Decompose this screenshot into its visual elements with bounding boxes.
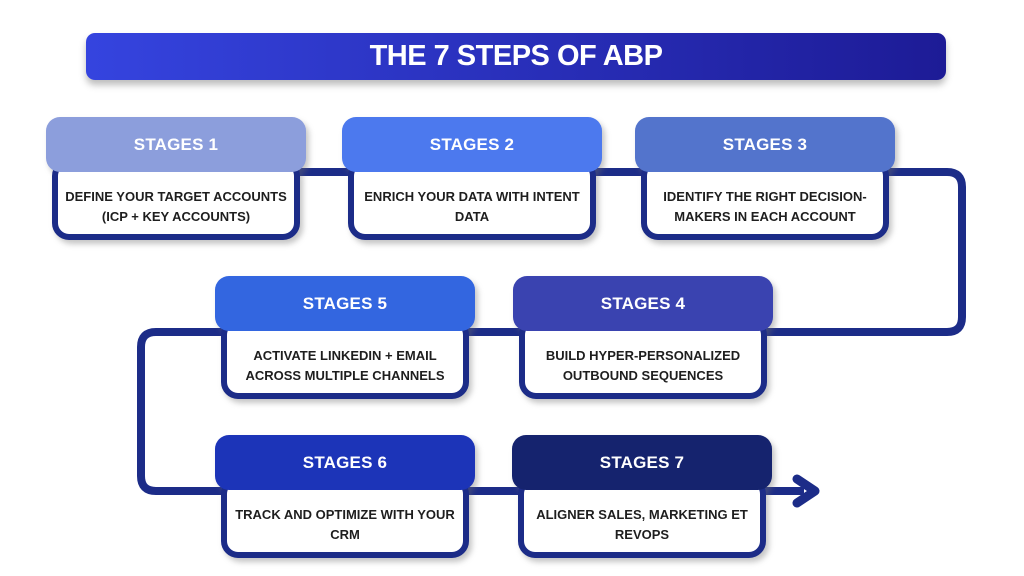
stage-2-description: ENRICH YOUR DATA WITH INTENT DATA (364, 189, 580, 224)
title-banner: THE 7 STEPS OF ABP (86, 33, 946, 80)
stage-6-description: TRACK AND OPTIMIZE WITH YOUR CRM (235, 507, 455, 542)
stage-7-description: ALIGNER SALES, MARKETING ET REVOPS (536, 507, 748, 542)
stage-3-header: STAGES 3 (635, 117, 895, 172)
stage-card-5: ACTIVATE LINKEDIN + EMAIL ACROSS MULTIPL… (215, 276, 475, 399)
stage-7-header: STAGES 7 (512, 435, 772, 490)
stage-card-2: ENRICH YOUR DATA WITH INTENT DATA STAGES… (342, 117, 602, 240)
stage-7-body: ALIGNER SALES, MARKETING ET REVOPS (518, 477, 766, 558)
stage-5-label: STAGES 5 (302, 293, 388, 313)
stage-4-label: STAGES 4 (600, 293, 686, 313)
stage-5-description: ACTIVATE LINKEDIN + EMAIL ACROSS MULTIPL… (245, 348, 445, 383)
stage-4-description: BUILD HYPER-PERSONALIZED OUTBOUND SEQUEN… (545, 348, 741, 383)
stage-1-label: STAGES 1 (133, 134, 219, 154)
stage-card-4: BUILD HYPER-PERSONALIZED OUTBOUND SEQUEN… (513, 276, 773, 399)
stage-5-body: ACTIVATE LINKEDIN + EMAIL ACROSS MULTIPL… (221, 318, 469, 399)
stage-3-description: IDENTIFY THE RIGHT DECISION-MAKERS IN EA… (663, 189, 867, 224)
stage-5-header: STAGES 5 (215, 276, 475, 331)
stage-card-7: ALIGNER SALES, MARKETING ET REVOPS STAGE… (512, 435, 772, 558)
stage-6-header: STAGES 6 (215, 435, 475, 490)
page-title: THE 7 STEPS OF ABP (369, 40, 663, 72)
stage-3-label: STAGES 3 (722, 134, 808, 154)
flow-arrow-icon (792, 474, 820, 508)
stage-1-header: STAGES 1 (46, 117, 306, 172)
stage-card-3: IDENTIFY THE RIGHT DECISION-MAKERS IN EA… (635, 117, 895, 240)
stage-2-label: STAGES 2 (429, 134, 515, 154)
stage-4-body: BUILD HYPER-PERSONALIZED OUTBOUND SEQUEN… (519, 318, 767, 399)
stage-2-header: STAGES 2 (342, 117, 602, 172)
stage-card-6: TRACK AND OPTIMIZE WITH YOUR CRM STAGES … (215, 435, 475, 558)
stage-6-label: STAGES 6 (302, 452, 388, 472)
connector-stage3-stage4 (765, 168, 966, 336)
stage-1-description: DEFINE YOUR TARGET ACCOUNTS (ICP + KEY A… (65, 189, 287, 224)
stage-7-label: STAGES 7 (599, 452, 685, 472)
stage-4-header: STAGES 4 (513, 276, 773, 331)
stage-card-1: DEFINE YOUR TARGET ACCOUNTS (ICP + KEY A… (46, 117, 306, 240)
connector-stage5-stage6 (137, 328, 224, 495)
